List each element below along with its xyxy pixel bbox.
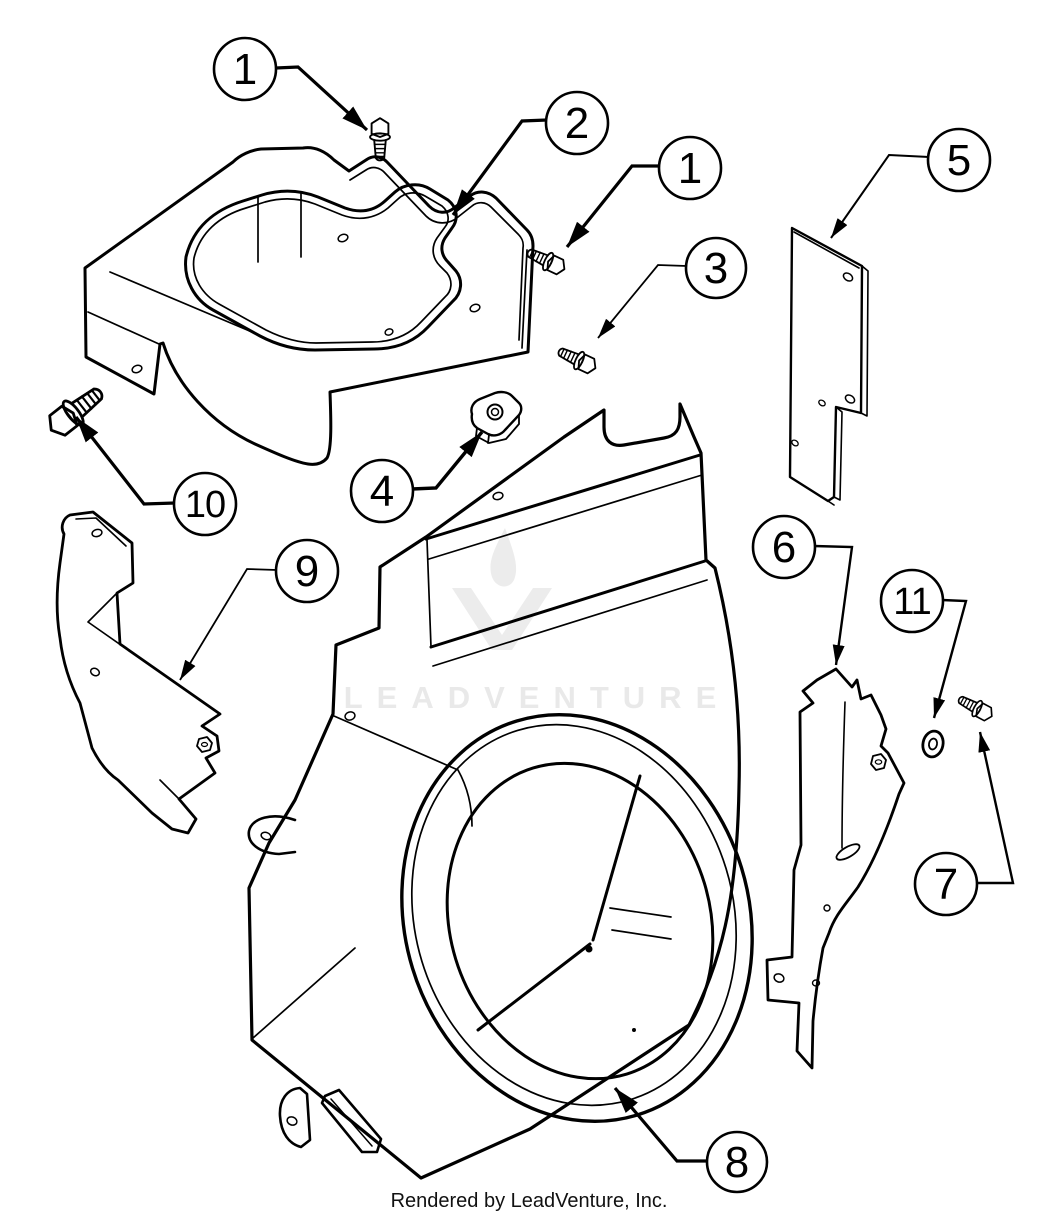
part-flange-bolt-10 [40,378,111,444]
callout-balloon[interactable] [657,135,723,201]
callout-number: 6 [772,523,796,572]
callouts-layer: 1 2 1 3 5 10 4 9 6 11 7 8 [74,36,1015,1194]
leader-arrow [597,264,688,339]
part-side-plate [788,226,869,506]
callout-number: 1 [233,45,257,94]
part-screw-3 [554,341,601,378]
callout-balloon[interactable] [879,568,945,634]
watermark: LEADVENTURE [344,528,731,715]
part-top-cover [83,146,535,466]
leadventure-flame-v-icon [452,528,552,650]
callout-number: 2 [565,99,589,148]
part-blower-housing [247,402,754,1180]
callout-balloon[interactable] [684,236,748,300]
callout-7[interactable]: 7 [913,731,1015,917]
callout-balloon[interactable] [274,538,340,604]
callout-11[interactable]: 11 [879,568,968,719]
leader-arrow [74,416,176,506]
footer-credit: Rendered by LeadVenture, Inc. [391,1190,668,1212]
callout-2[interactable]: 2 [451,90,610,216]
leader-arrow [613,1086,707,1163]
callout-balloon[interactable] [212,36,278,102]
callout-3[interactable]: 3 [597,236,748,339]
callout-number: 9 [295,547,319,596]
callout-6[interactable]: 6 [751,514,854,666]
callout-1[interactable]: 1 [565,135,723,249]
callout-balloon[interactable] [349,458,415,524]
callout-number: 7 [934,860,958,909]
part-left-bracket [55,510,222,835]
callout-10[interactable]: 10 [74,416,238,537]
callout-8[interactable]: 8 [613,1086,769,1194]
leader-arrow [179,568,278,681]
callout-balloon[interactable] [913,851,979,917]
leader-arrow [411,430,484,491]
callout-5[interactable]: 5 [830,127,992,239]
callout-number: 8 [725,1138,749,1187]
callout-balloon[interactable] [751,514,817,580]
part-washer-11 [921,729,945,759]
leader-arrow [565,164,660,249]
callout-number: 5 [947,136,971,185]
leader-arrow [813,544,854,666]
leader-arrow [275,65,369,132]
leader-arrow [976,731,1015,885]
callout-balloon[interactable] [544,90,610,156]
part-square-clip-nut [470,390,523,444]
part-right-bracket [765,667,906,1070]
callout-balloon[interactable] [926,127,992,193]
callout-number: 3 [704,244,728,293]
callout-balloon[interactable] [172,471,238,537]
callout-number: 1 [678,144,702,193]
callout-number: 10 [185,484,225,526]
callout-number: 4 [370,467,394,516]
leader-arrow [932,598,968,719]
watermark-text: LEADVENTURE [344,680,731,715]
callout-4[interactable]: 4 [349,430,484,524]
callout-9[interactable]: 9 [179,538,340,681]
part-screw-7 [954,690,997,725]
callout-balloon[interactable] [705,1130,769,1194]
callout-number: 11 [893,581,930,623]
callout-1[interactable]: 1 [212,36,369,132]
leader-arrow [830,153,930,239]
leader-arrow [451,118,548,216]
part-screw-1a [369,117,391,162]
